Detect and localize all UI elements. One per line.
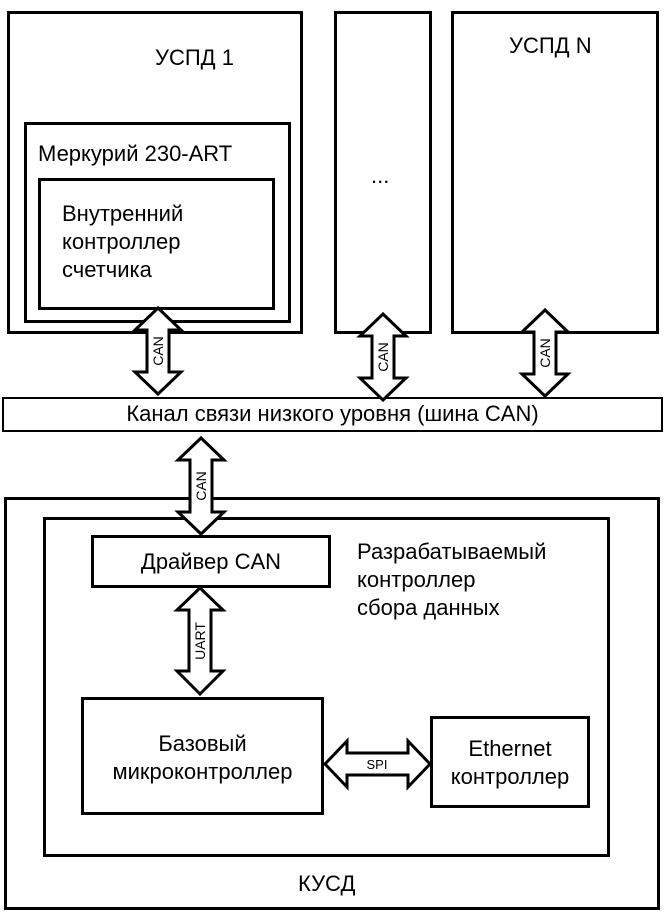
can-arrow-uspdN (518, 307, 572, 399)
kusd-title: КУСД (298, 871, 356, 896)
ethernet-line-1: Ethernet (468, 736, 552, 761)
can-driver-label: Драйвер CAN (140, 549, 282, 574)
spi-arrow (322, 737, 433, 791)
can-label-uspdN: CAN (537, 338, 553, 368)
uart-arrow (173, 585, 227, 697)
meter-title: Меркурий 230-ART (38, 141, 233, 166)
data-collector-title-2: контроллер (357, 567, 476, 592)
can-arrow-kusd (174, 435, 228, 537)
can-arrow-uspd1 (131, 305, 185, 397)
can-bus-box (2, 397, 663, 432)
meter-internal-controller-box (38, 178, 275, 310)
ethernet-line-2: контроллер (450, 764, 570, 789)
can-label-uspd1: CAN (150, 336, 166, 366)
can-driver-box (91, 535, 331, 588)
uspdN-title: УСПД N (509, 33, 592, 58)
uspd-middle-title: ... (371, 163, 390, 188)
ethernet-controller-box (430, 716, 590, 808)
base-mcu-line-2: микроконтроллер (112, 759, 293, 784)
data-collector-title-3: сбора данных (357, 595, 500, 620)
base-mcu-box (81, 697, 324, 815)
data-collector-title-1: Разрабатываемый (357, 539, 547, 564)
meter-internal-line-1: Внутренний (62, 201, 184, 226)
spi-label: SPI (367, 757, 388, 772)
can-bus-label: Канал связи низкого уровня (шина CAN) (126, 401, 539, 426)
can-label-uspd-middle: CAN (375, 342, 391, 372)
can-label-kusd: CAN (193, 471, 209, 501)
uspd-middle-box (334, 11, 432, 334)
uspd1-title: УСПД 1 (155, 45, 234, 70)
base-mcu-line-1: Базовый (158, 731, 247, 756)
meter-internal-line-3: счетчика (62, 257, 152, 282)
uart-label: UART (192, 622, 208, 660)
can-arrow-uspd-middle (356, 311, 410, 403)
meter-internal-line-2: контроллер (62, 229, 181, 254)
